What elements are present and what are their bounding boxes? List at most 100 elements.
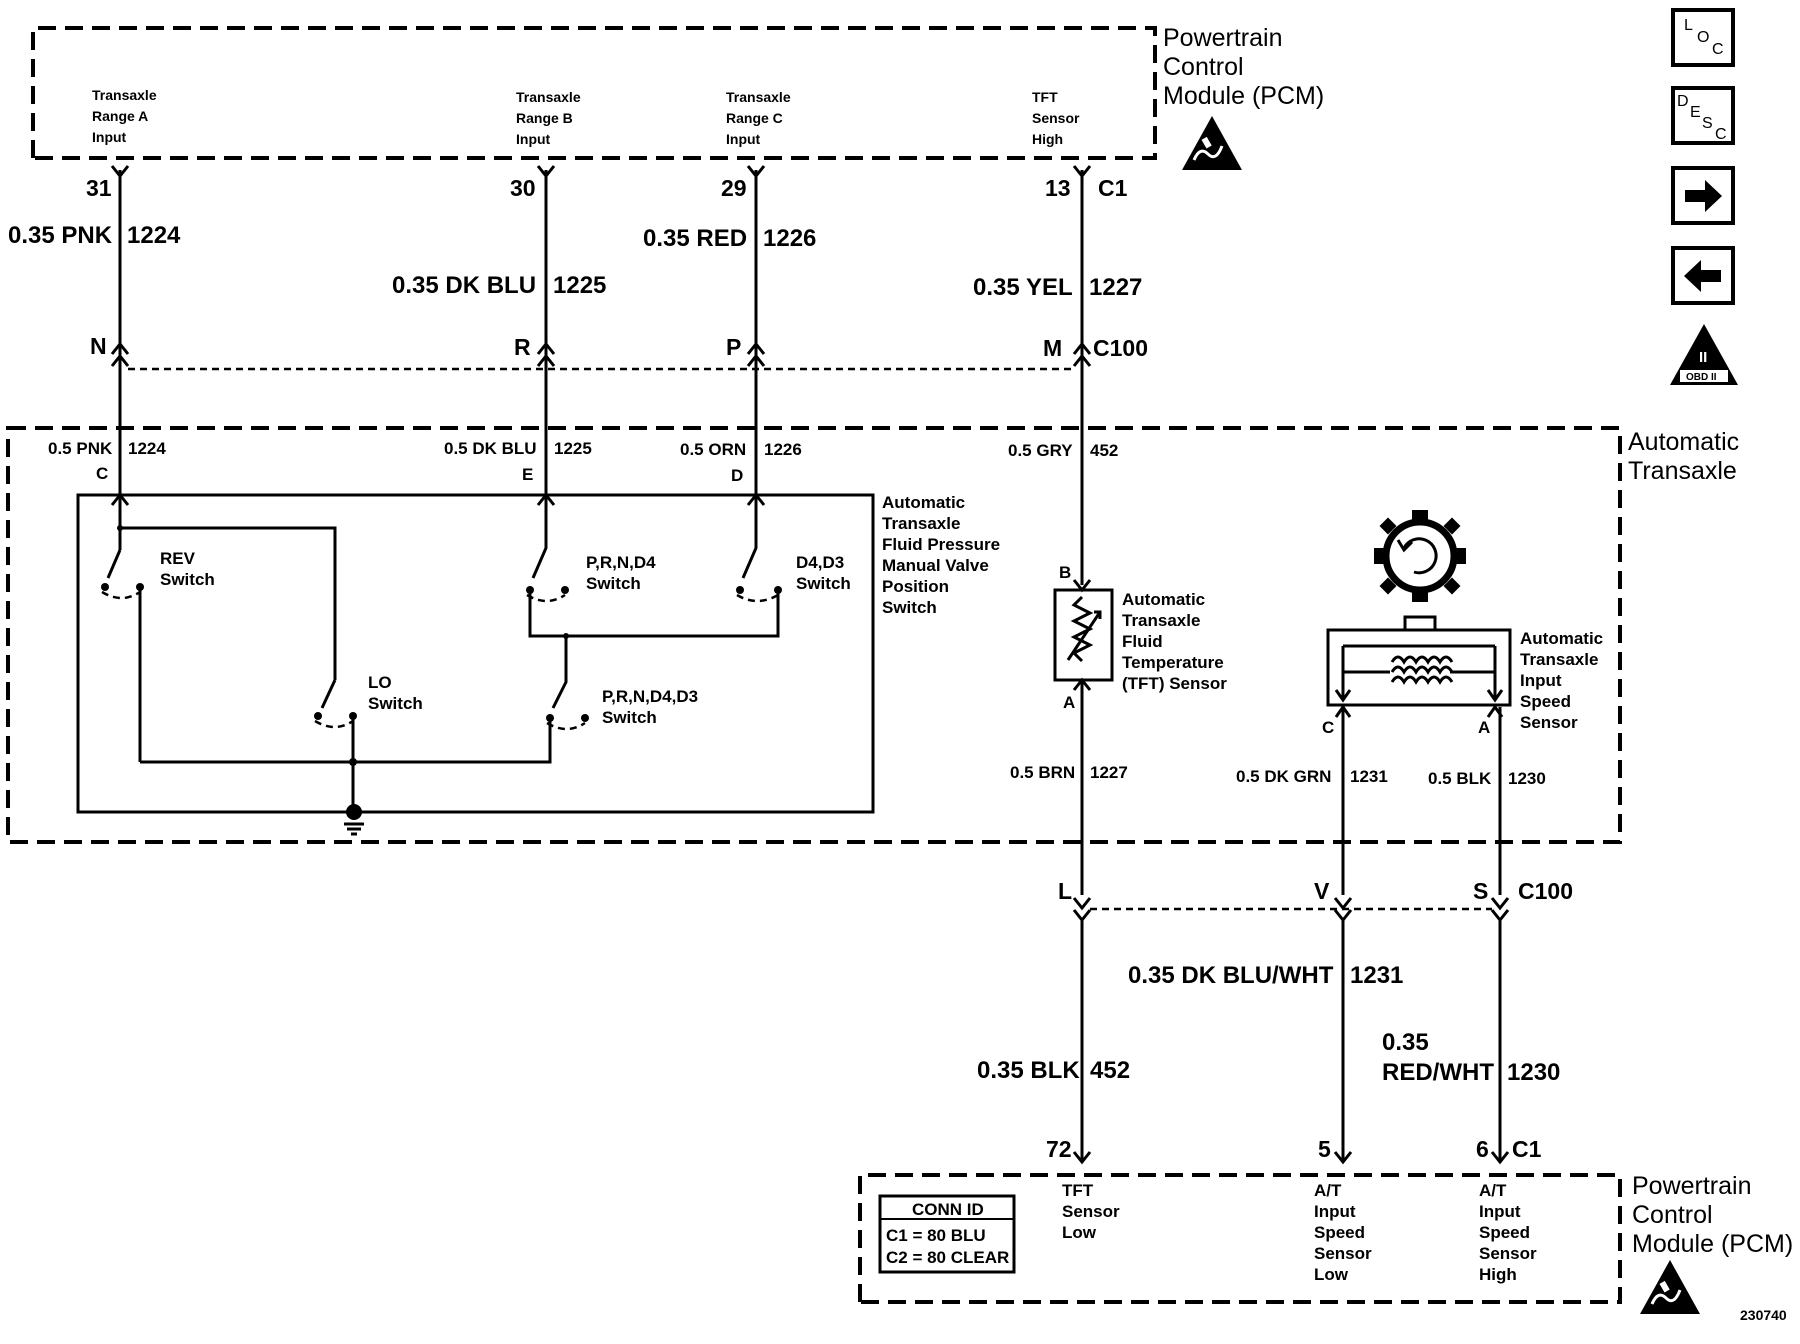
- circuit-1230-bottom: 1230: [1507, 1059, 1560, 1086]
- circuit-1231-mid: 1231: [1350, 767, 1388, 786]
- svg-text:L: L: [1058, 878, 1072, 904]
- svg-text:Transaxle: Transaxle: [516, 89, 581, 105]
- svg-text:Fluid: Fluid: [1122, 632, 1163, 651]
- svg-text:Switch: Switch: [368, 694, 423, 713]
- svg-text:Temperature: Temperature: [1122, 653, 1224, 672]
- pcm-input-range-b: Transaxle Range B Input: [516, 89, 581, 147]
- pcm-input-speed-low: A/T Input Speed Sensor Low: [1314, 1181, 1372, 1284]
- wire-label-0-35-blk: 0.35 BLK: [977, 1057, 1080, 1084]
- svg-text:Range B: Range B: [516, 110, 573, 126]
- svg-text:C: C: [1715, 126, 1727, 143]
- svg-text:TFT: TFT: [1062, 1181, 1094, 1200]
- svg-text:C100: C100: [1093, 335, 1148, 361]
- obd-ii-button[interactable]: II OBD II: [1670, 324, 1738, 385]
- svg-text:C1 = 80 BLU: C1 = 80 BLU: [886, 1226, 986, 1245]
- prev-button[interactable]: [1671, 246, 1735, 305]
- pcm-bottom-title-2: Control: [1632, 1201, 1713, 1229]
- wire-label-0-35-red: 0.35 RED: [643, 225, 747, 252]
- svg-text:Range C: Range C: [726, 110, 783, 126]
- svg-text:A/T: A/T: [1314, 1181, 1342, 1200]
- d4d3-switch: [736, 495, 782, 603]
- pcm-bottom-title-1: Powertrain: [1632, 1172, 1752, 1200]
- bottom-wires: [1072, 920, 1510, 1165]
- lo-switch-label: LO: [368, 673, 392, 692]
- esd-warning-icon: [1180, 114, 1244, 172]
- pin-c-switch: C: [96, 464, 108, 483]
- svg-text:Transaxle: Transaxle: [882, 514, 960, 533]
- pcm-input-speed-high: A/T Input Speed Sensor High: [1479, 1181, 1537, 1284]
- svg-text:Transaxle: Transaxle: [1520, 650, 1598, 669]
- prnd4-switch: [526, 495, 780, 638]
- prnd4-switch-label: P,R,N,D4: [586, 553, 656, 572]
- wire-label-0-35-dk-blu: 0.35 DK BLU: [392, 272, 536, 299]
- manual-valve-position-switch: REV Switch P,R,N,D4 Switch D4,D3 Switch …: [76, 492, 875, 836]
- svg-text:High: High: [1479, 1265, 1517, 1284]
- desc-button[interactable]: D E S C: [1671, 86, 1735, 145]
- circuit-1226-mid: 1226: [764, 440, 802, 459]
- svg-text:C: C: [1322, 718, 1334, 737]
- wire-label-0-5-pnk: 0.5 PNK: [48, 439, 113, 458]
- svg-text:Switch: Switch: [882, 598, 937, 617]
- transaxle-title-2: Transaxle: [1628, 457, 1737, 485]
- wire-label-0-5-gry: 0.5 GRY: [1008, 441, 1073, 460]
- wire-label-0-35-pnk: 0.35 PNK: [8, 222, 113, 249]
- c100-top-connector: N R P M C100: [90, 333, 1148, 371]
- svg-text:E: E: [1690, 104, 1701, 121]
- svg-text:Speed: Speed: [1520, 692, 1571, 711]
- svg-text:Switch: Switch: [586, 574, 641, 593]
- prnd4d3-switch: [140, 633, 589, 764]
- lo-switch: [314, 679, 357, 810]
- wire-label-0-35-line1: 0.35: [1382, 1029, 1429, 1056]
- pin-29: 29: [721, 175, 747, 201]
- svg-text:P: P: [726, 334, 741, 360]
- svg-text:Speed: Speed: [1314, 1223, 1365, 1242]
- svg-text:Transaxle: Transaxle: [726, 89, 791, 105]
- pin-d-switch: D: [731, 466, 743, 485]
- wire-label-red-wht: RED/WHT: [1382, 1059, 1494, 1086]
- pin-30: 30: [510, 175, 536, 201]
- pcm-top-title-2: Control: [1163, 53, 1244, 81]
- loc-button[interactable]: L O C: [1671, 8, 1735, 67]
- switch-assembly-label: Automatic Transaxle Fluid Pressure Manua…: [882, 493, 1000, 617]
- reluctor-wheel-icon: [1374, 510, 1466, 602]
- circuit-1224-mid: 1224: [128, 439, 166, 458]
- next-button[interactable]: [1671, 166, 1735, 225]
- prnd4d3-switch-label: P,R,N,D4,D3: [602, 687, 698, 706]
- top-wires: [110, 165, 1092, 360]
- svg-text:R: R: [514, 334, 531, 360]
- svg-text:Sensor: Sensor: [1062, 1202, 1120, 1221]
- pin-31: 31: [86, 175, 112, 201]
- svg-text:Speed: Speed: [1479, 1223, 1530, 1242]
- pcm-top-module: Powertrain Control Module (PCM) Transaxl…: [31, 24, 1324, 172]
- tft-sensor-label: Automatic Transaxle Fluid Temperature (T…: [1122, 590, 1227, 693]
- svg-text:Transaxle: Transaxle: [1122, 611, 1200, 630]
- svg-text:Switch: Switch: [602, 708, 657, 727]
- svg-text:Automatic: Automatic: [1520, 629, 1603, 648]
- svg-text:C: C: [1712, 41, 1724, 58]
- conn-id-table: CONN ID C1 = 80 BLU C2 = 80 CLEAR: [878, 1194, 1016, 1274]
- ground-symbol: [344, 758, 364, 836]
- transaxle-title-1: Automatic: [1628, 428, 1739, 456]
- svg-text:L: L: [1684, 17, 1693, 34]
- transaxle-boundary: Automatic Transaxle: [6, 426, 1739, 844]
- rev-switch: [101, 495, 337, 762]
- svg-text:Low: Low: [1314, 1265, 1349, 1284]
- svg-text:Automatic: Automatic: [882, 493, 965, 512]
- circuit-1230-mid: 1230: [1508, 769, 1546, 788]
- svg-text:Switch: Switch: [160, 570, 215, 589]
- circuit-1231-bottom: 1231: [1350, 962, 1403, 989]
- esd-warning-icon-bottom: [1638, 1258, 1702, 1316]
- c100-bottom-connector: L V S C100: [1058, 878, 1573, 923]
- svg-text:B: B: [1059, 563, 1071, 582]
- svg-text:V: V: [1314, 878, 1330, 904]
- obd-ii-label: OBD II: [1686, 372, 1717, 383]
- svg-text:Fluid Pressure: Fluid Pressure: [882, 535, 1000, 554]
- connector-c1-top: C1: [1098, 175, 1128, 201]
- svg-text:Sensor: Sensor: [1520, 713, 1578, 732]
- svg-text:TFT: TFT: [1032, 89, 1058, 105]
- pcm-input-tft-high: TFT Sensor High: [1032, 89, 1080, 147]
- svg-text:CONN ID: CONN ID: [912, 1200, 984, 1219]
- svg-text:A: A: [1063, 693, 1075, 712]
- pcm-bottom-title-3: Module (PCM): [1632, 1230, 1793, 1258]
- tft-sensor: B A: [1053, 563, 1114, 895]
